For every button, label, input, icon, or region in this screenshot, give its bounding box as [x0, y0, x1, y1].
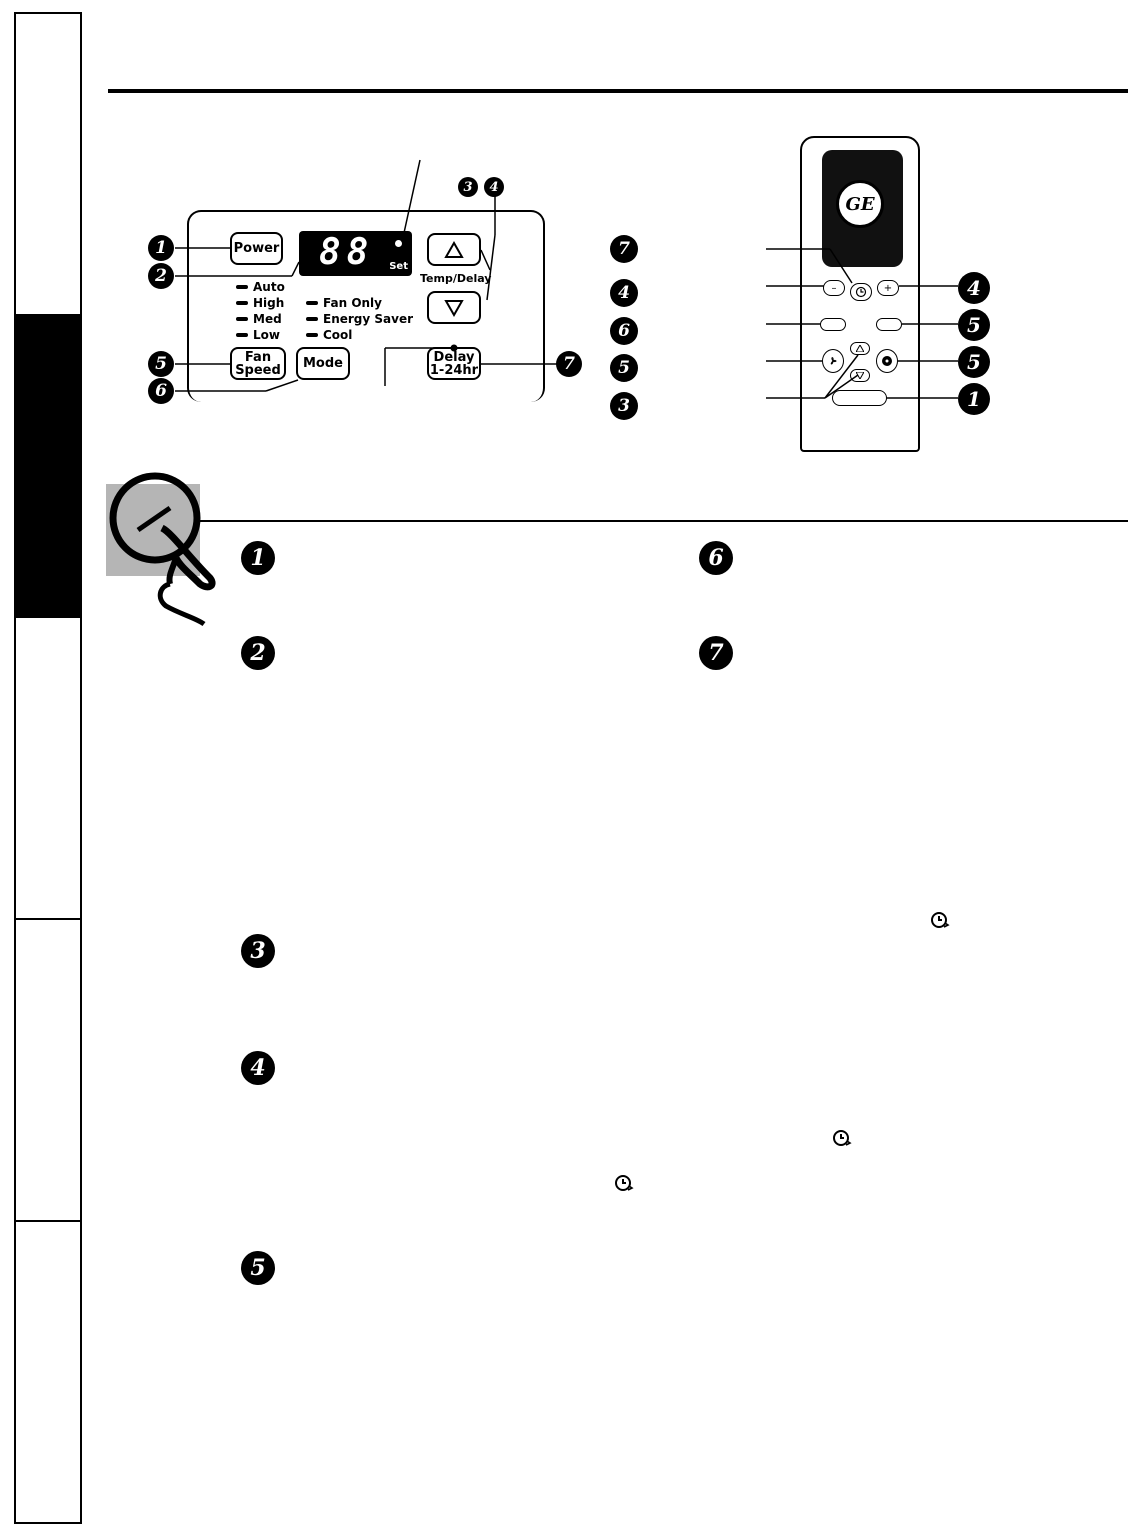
delay-label-2: 1-24hr [429, 362, 479, 378]
clock-icon [855, 286, 867, 298]
timer-icon [833, 1130, 852, 1146]
remote-temp-up-button[interactable] [850, 342, 870, 355]
indicator-auto: Auto [236, 280, 285, 294]
indicator-low: Low [236, 328, 280, 342]
indicator-high: High [236, 296, 284, 310]
finger-touch-icon [109, 472, 216, 627]
remote-minus-button[interactable]: – [823, 280, 845, 296]
indicator-fan-only: Fan Only [306, 296, 382, 310]
side-tab-bar [14, 12, 82, 1524]
section-badge-6: 6 [699, 541, 733, 575]
delay-button[interactable]: Delay 1-24hr [427, 347, 481, 380]
callout-remote-right-4: 4 [958, 272, 990, 304]
up-triangle-icon [856, 345, 864, 352]
callout-remote-left-4: 4 [610, 279, 638, 307]
callout-remote-left-3: 3 [610, 392, 638, 420]
callout-fan-speed: 5 [148, 351, 174, 377]
temp-up-button[interactable] [427, 233, 481, 266]
indicator-energy-saver: Energy Saver [306, 312, 413, 326]
remote-energy-button[interactable] [876, 318, 902, 331]
callout-remote-right-1: 1 [958, 383, 990, 415]
fan-speed-button[interactable]: Fan Speed [230, 347, 286, 380]
panel-leader-lines [175, 159, 560, 392]
fan-speed-label-2: Speed [235, 362, 281, 378]
power-button-label: Power [233, 241, 280, 256]
callout-remote-left-6: 6 [610, 317, 638, 345]
remote-plus-button[interactable]: + [877, 280, 899, 296]
remote-fan-speed-button[interactable] [876, 349, 898, 373]
fan-icon [830, 357, 837, 365]
section-badge-3: 3 [241, 934, 275, 968]
side-tab-1[interactable] [16, 14, 80, 316]
section-badge-7: 7 [699, 636, 733, 670]
control-panel-outline [187, 210, 545, 402]
ge-logo: GE [836, 180, 884, 228]
temp-delay-label: Temp/Delay [420, 272, 492, 285]
delay-label-1: Delay [433, 349, 475, 365]
mode-button-label: Mode [303, 356, 343, 371]
callout-temp-4: 4 [484, 177, 504, 197]
callout-remote-right-5b: 5 [958, 346, 990, 378]
up-triangle-icon [444, 240, 464, 258]
remote-leader-lines [766, 248, 958, 399]
side-tab-5[interactable] [16, 1222, 80, 1522]
section-badge-4: 4 [241, 1051, 275, 1085]
power-button[interactable]: Power [230, 232, 283, 265]
panel-gap [350, 385, 380, 415]
timer-icon [931, 912, 950, 928]
led-display: 88 Set [299, 231, 412, 276]
remote-timer-button[interactable] [850, 283, 872, 301]
fan-speed-label-1: Fan [244, 349, 272, 365]
display-set-label: Set [389, 261, 408, 272]
side-tab-4[interactable] [16, 920, 80, 1222]
callout-power: 1 [148, 235, 174, 261]
callout-temp-3: 3 [458, 177, 478, 197]
callout-remote-left-5: 5 [610, 354, 638, 382]
side-tab-2-active[interactable] [16, 316, 80, 618]
remote-fan-button[interactable] [822, 349, 844, 373]
callout-mode: 6 [148, 378, 174, 404]
section-badge-1: 1 [241, 541, 275, 575]
top-rule [108, 89, 1128, 93]
remote-power-button[interactable] [832, 390, 887, 406]
mode-button[interactable]: Mode [296, 347, 350, 380]
down-triangle-icon [444, 299, 464, 317]
fan-speed-icon [882, 356, 892, 366]
callout-delay: 7 [556, 351, 582, 377]
display-digits: 88 [319, 232, 375, 273]
callout-display: 2 [148, 263, 174, 289]
section-badge-5: 5 [241, 1251, 275, 1285]
side-tab-3[interactable] [16, 618, 80, 920]
callout-remote-right-5a: 5 [958, 309, 990, 341]
section-rule [200, 520, 1128, 522]
indicator-med: Med [236, 312, 282, 326]
section-badge-2: 2 [241, 636, 275, 670]
indicator-cool: Cool [306, 328, 352, 342]
timer-icon [615, 1175, 634, 1191]
temp-down-button[interactable] [427, 291, 481, 324]
callout-remote-left-7: 7 [610, 235, 638, 263]
set-indicator-dot [395, 240, 402, 247]
